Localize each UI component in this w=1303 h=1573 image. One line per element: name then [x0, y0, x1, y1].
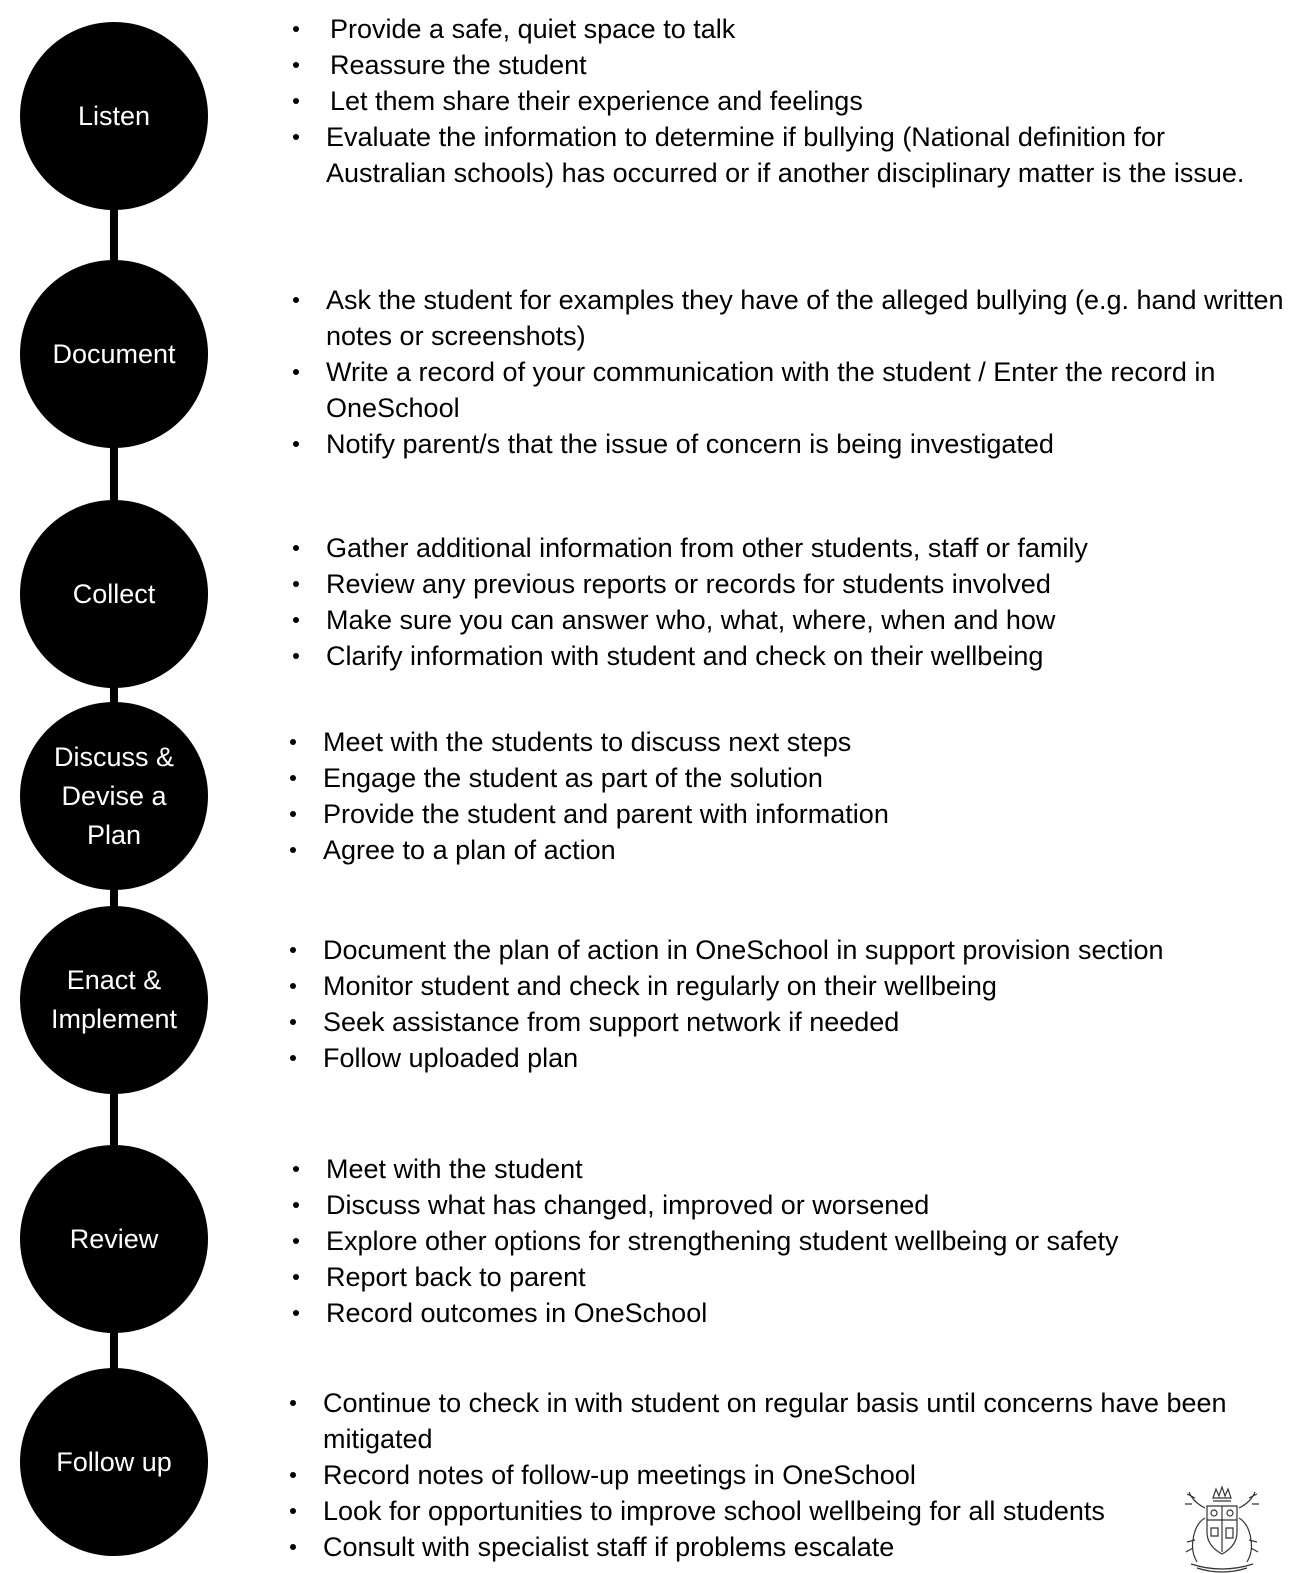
list-item: Evaluate the information to determine if… [290, 119, 1280, 191]
step-circle-listen: Listen [20, 22, 208, 210]
list-item: Record notes of follow-up meetings in On… [287, 1457, 1297, 1493]
list-item: Follow uploaded plan [287, 1040, 1277, 1076]
step-circle-enact: Enact & Implement [20, 906, 208, 1094]
step-list-enact: Document the plan of action in OneSchool… [287, 932, 1277, 1076]
list-item: Let them share their experience and feel… [290, 83, 1280, 119]
step-label-collect: Collect [72, 578, 156, 609]
list-item: Notify parent/s that the issue of concer… [290, 426, 1290, 462]
step-label-listen: Listen [77, 100, 151, 131]
list-item: Seek assistance from support network if … [287, 1004, 1277, 1040]
list-item: Discuss what has changed, improved or wo… [290, 1187, 1280, 1223]
coat-of-arms-logo [1185, 1485, 1259, 1573]
step-list-discuss: Meet with the students to discuss next s… [287, 724, 1277, 868]
list-item: Explore other options for strengthening … [290, 1223, 1280, 1259]
list-item: Ask the student for examples they have o… [290, 282, 1290, 354]
step-circle-discuss: Discuss & Devise a Plan [20, 702, 208, 890]
list-item: Provide the student and parent with info… [287, 796, 1277, 832]
list-item: Meet with the student [290, 1151, 1280, 1187]
step-label-discuss: Discuss & Devise a Plan [53, 741, 175, 850]
list-item: Clarify information with student and che… [290, 638, 1280, 674]
step-circle-review: Review [20, 1145, 208, 1333]
step-label-review: Review [69, 1223, 159, 1254]
step-list-review: Meet with the student Discuss what has c… [290, 1151, 1280, 1331]
list-item: Record outcomes in OneSchool [290, 1295, 1280, 1331]
list-item: Document the plan of action in OneSchool… [287, 932, 1277, 968]
list-item: Meet with the students to discuss next s… [287, 724, 1277, 760]
list-item: Consult with specialist staff if problem… [287, 1529, 1297, 1565]
step-list-follow-up: Continue to check in with student on reg… [287, 1385, 1297, 1565]
step-label-enact: Enact & Implement [50, 965, 178, 1034]
step-circle-document: Document [20, 260, 208, 448]
step-list-document: Ask the student for examples they have o… [290, 282, 1290, 462]
list-item: Gather additional information from other… [290, 530, 1280, 566]
list-item: Write a record of your communication wit… [290, 354, 1290, 426]
list-item: Review any previous reports or records f… [290, 566, 1280, 602]
list-item: Engage the student as part of the soluti… [287, 760, 1277, 796]
step-label-follow-up: Follow up [56, 1446, 172, 1477]
list-item: Report back to parent [290, 1259, 1280, 1295]
step-label-document: Document [52, 338, 176, 369]
step-list-listen: Provide a safe, quiet space to talk Reas… [290, 11, 1280, 191]
step-circle-collect: Collect [20, 500, 208, 688]
step-circle-follow-up: Follow up [20, 1368, 208, 1556]
list-item: Continue to check in with student on reg… [287, 1385, 1297, 1457]
list-item: Look for opportunities to improve school… [287, 1493, 1297, 1529]
list-item: Provide a safe, quiet space to talk [290, 11, 1280, 47]
list-item: Monitor student and check in regularly o… [287, 968, 1277, 1004]
list-item: Make sure you can answer who, what, wher… [290, 602, 1280, 638]
list-item: Reassure the student [290, 47, 1280, 83]
step-list-collect: Gather additional information from other… [290, 530, 1280, 674]
list-item: Agree to a plan of action [287, 832, 1277, 868]
